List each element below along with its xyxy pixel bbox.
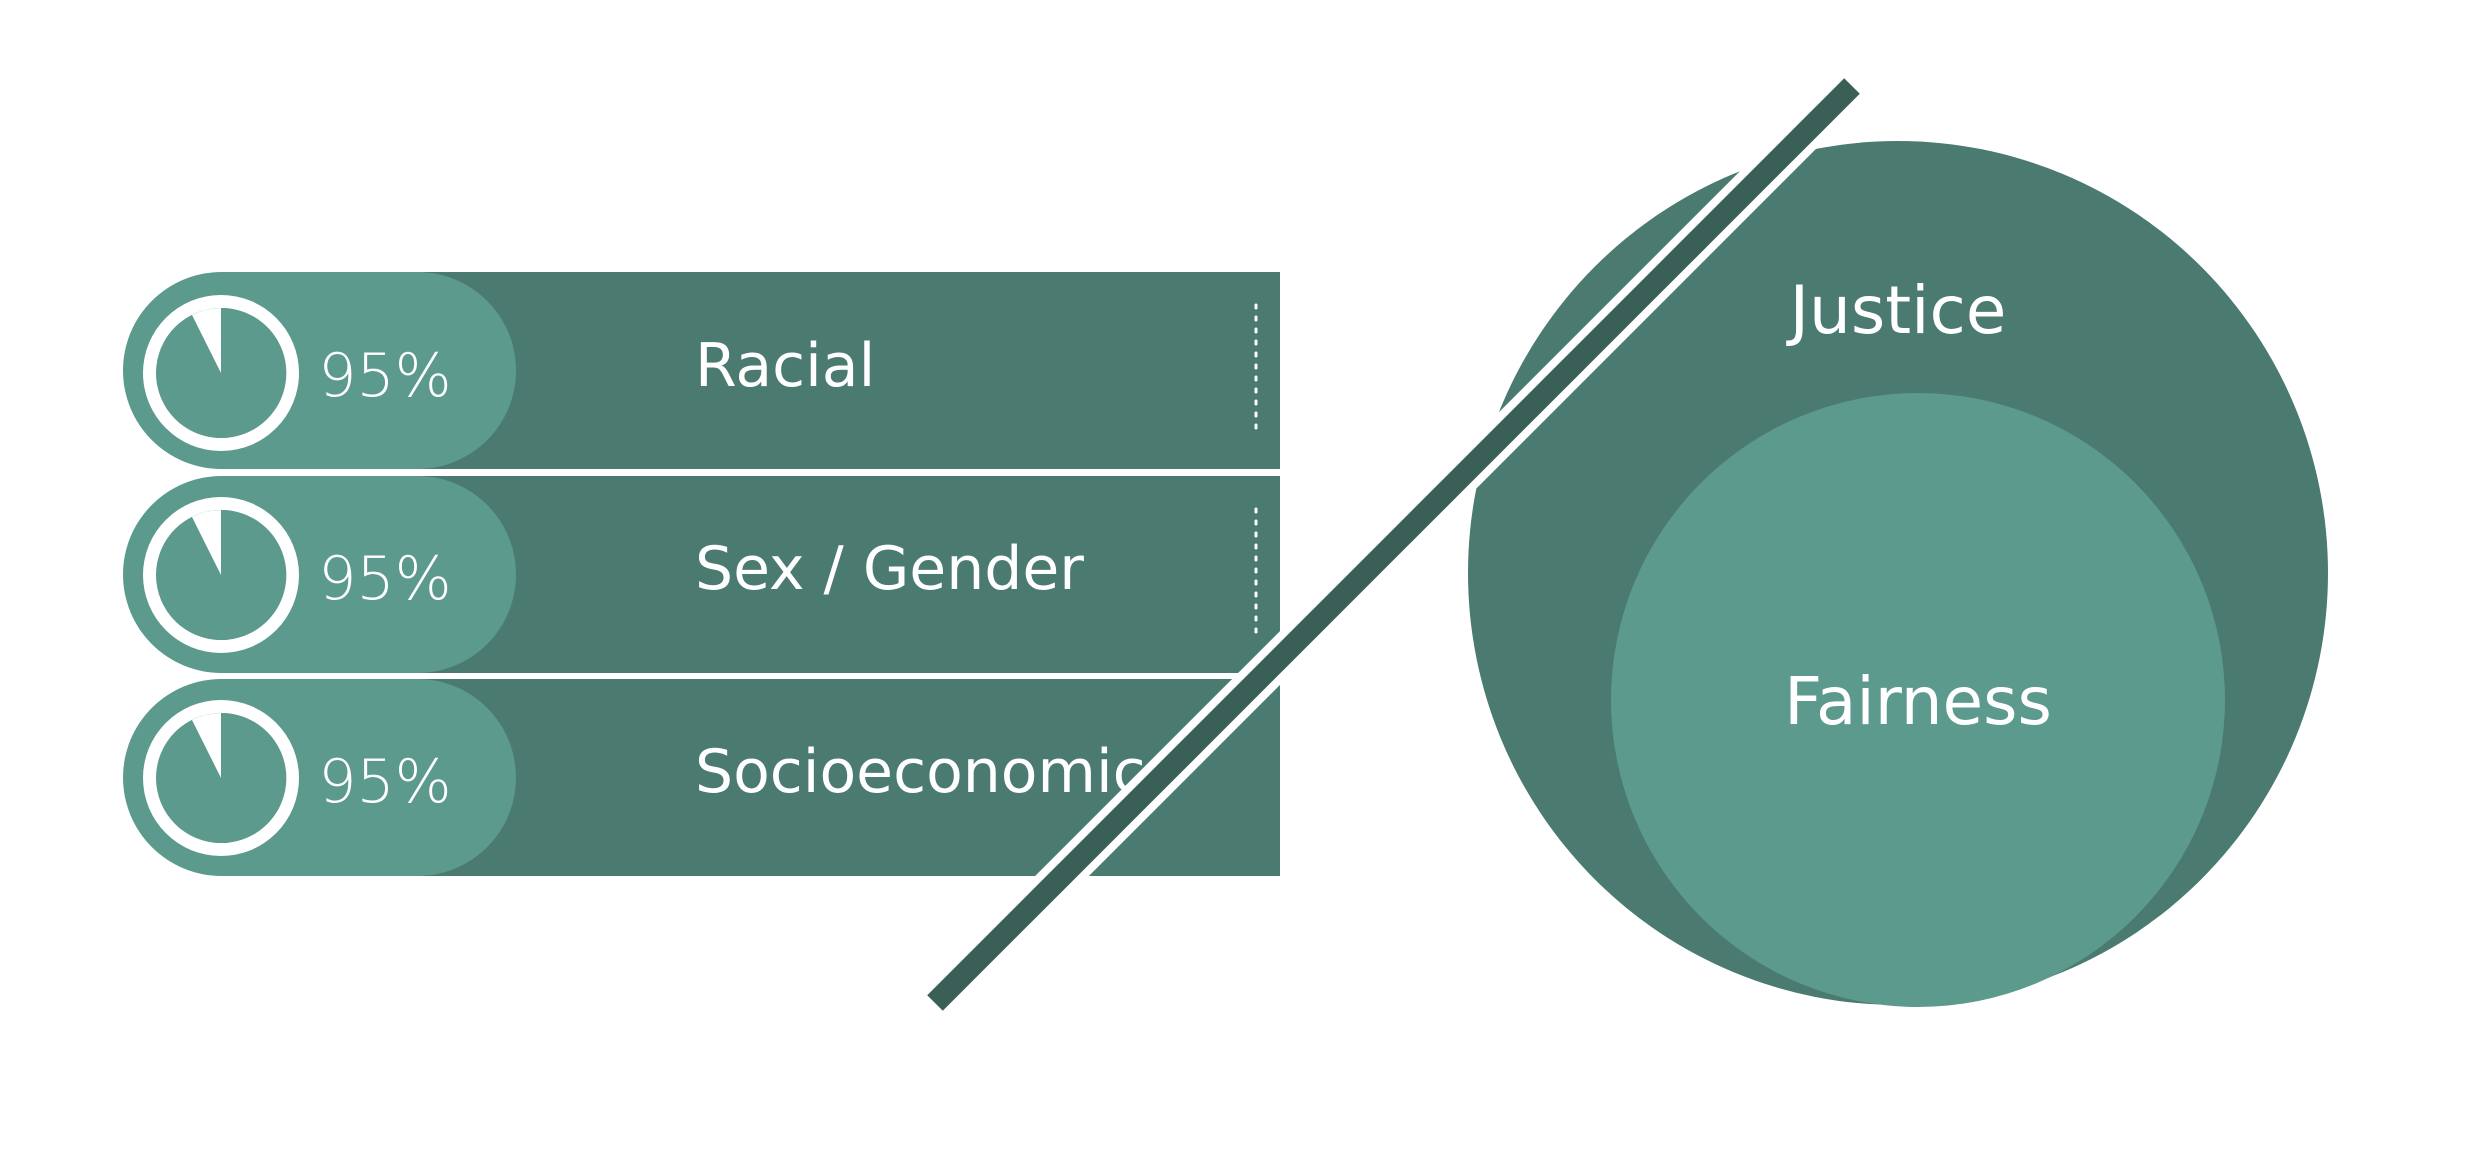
percent-label: 95% <box>318 341 451 411</box>
diagonal-slash <box>921 72 1866 1017</box>
row-label: Racial <box>695 331 875 401</box>
bar-row-sex-gender: 95% Sex / Gender <box>123 476 1280 673</box>
slash-band <box>927 78 1860 1011</box>
fairness-circle <box>1611 393 2225 1007</box>
percent-label: 95% <box>318 747 451 817</box>
bar-row-racial: 95% Racial <box>123 272 1280 469</box>
fairness-label: Fairness <box>1784 663 2052 740</box>
row-label: Sex / Gender <box>695 534 1084 604</box>
category-bars: 95% Racial 95% Sex / Gender <box>123 272 1280 876</box>
pie-progress-icon <box>143 497 299 653</box>
percent-label: 95% <box>318 544 451 614</box>
justice-fairness-group: Justice Fairness <box>1468 141 2328 1007</box>
pie-progress-icon <box>143 295 299 451</box>
pie-progress-icon <box>143 700 299 856</box>
row-label: Socioeconomic <box>695 737 1146 807</box>
justice-label: Justice <box>1786 272 2007 349</box>
